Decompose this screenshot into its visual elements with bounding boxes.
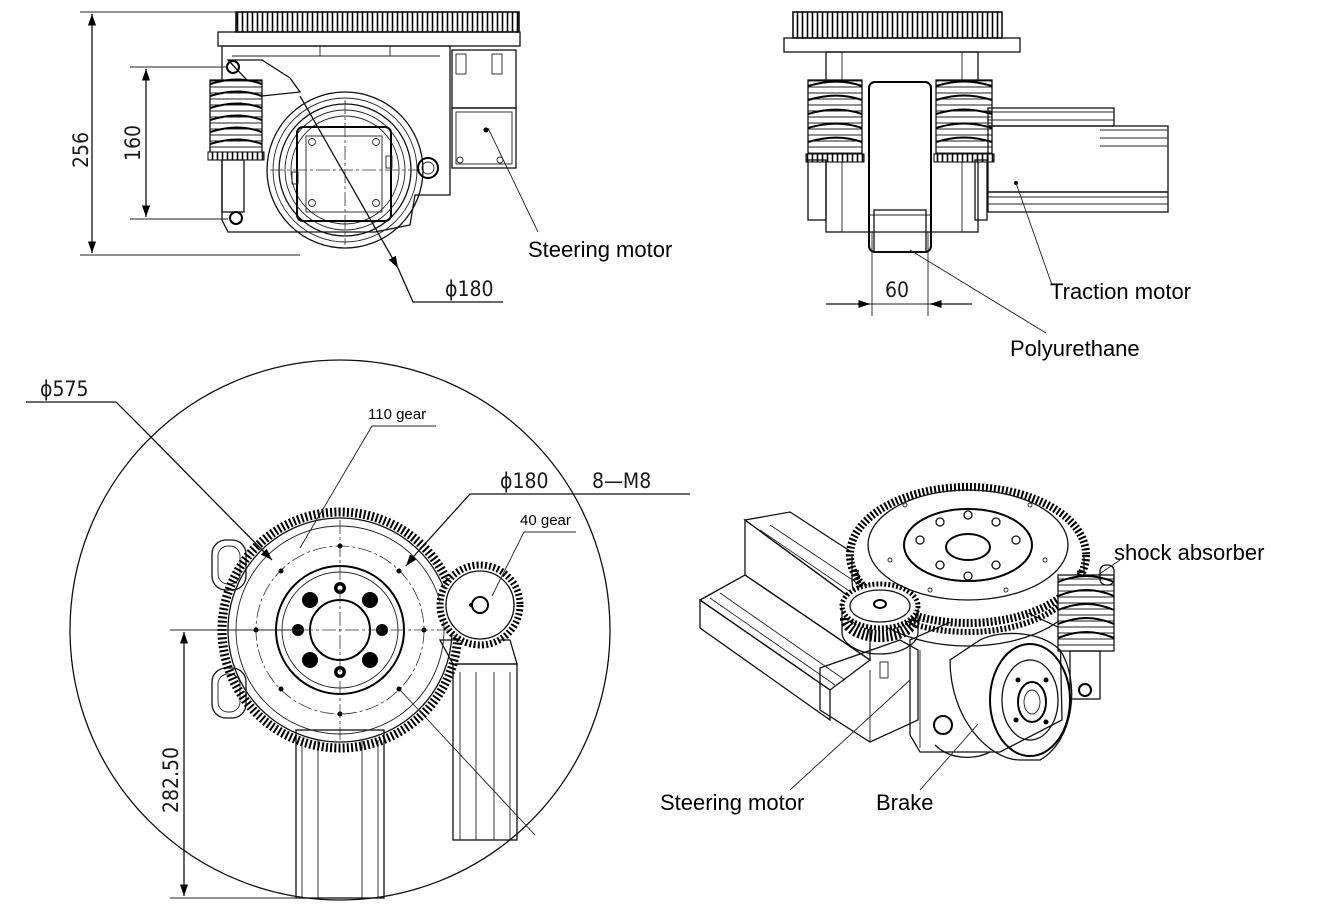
dim-bolt-spec: 8—M8 [592, 469, 651, 493]
label-steering-motor-top: Steering motor [528, 237, 672, 262]
dim-offset-282: 282.50 [159, 747, 183, 813]
shock-spring [207, 78, 265, 213]
dim-diameter-180: ϕ180 [445, 277, 494, 301]
traction-motor-iso [698, 511, 919, 743]
wheel-hub-iso [934, 632, 1073, 761]
housing [221, 45, 451, 233]
wheel-side [266, 91, 424, 249]
steering-motor-side [451, 49, 517, 169]
traction-motor-body [987, 107, 1169, 213]
dim-width-60: 60 [885, 278, 909, 302]
gear-40 [436, 561, 524, 649]
shock-spring-left [805, 79, 865, 163]
dim-height-256: 256 [69, 132, 93, 168]
wheel-front [868, 81, 932, 253]
label-brake: Brake [876, 790, 933, 815]
dim-outer-diameter-575: ϕ575 [40, 377, 89, 401]
label-40-gear: 40 gear [520, 512, 571, 529]
label-shock-absorber: shock absorber [1114, 540, 1264, 565]
shock-spring-right [933, 79, 995, 163]
label-steering-motor-bottom: Steering motor [660, 790, 804, 815]
label-polyurethane: Polyurethane [1010, 336, 1140, 361]
dim-bolt-circle: ϕ180 [500, 469, 549, 493]
dim-spring-160: 160 [121, 125, 145, 161]
bottom-right-view: shock absorber Steering motor Brake [660, 483, 1264, 815]
mount-plate [217, 31, 521, 47]
bottom-left-view: ϕ575 ϕ180 8—M8 282.50 110 gear 40 gear [26, 359, 690, 901]
slewing-gear-top-2 [792, 11, 1003, 39]
top-left-view: 256 160 ϕ180 Steering motor [69, 11, 672, 303]
label-110-gear: 110 gear [368, 406, 426, 423]
top-right-view: 60 Traction motor Polyurethane [783, 11, 1191, 361]
traction-motor-bottom [295, 639, 518, 899]
shock-absorber-iso [1057, 564, 1115, 700]
slewing-gear-top [235, 11, 520, 33]
envelope-circle-575 [69, 359, 611, 901]
pinion-iso [839, 581, 921, 655]
label-traction-motor: Traction motor [1050, 279, 1191, 304]
